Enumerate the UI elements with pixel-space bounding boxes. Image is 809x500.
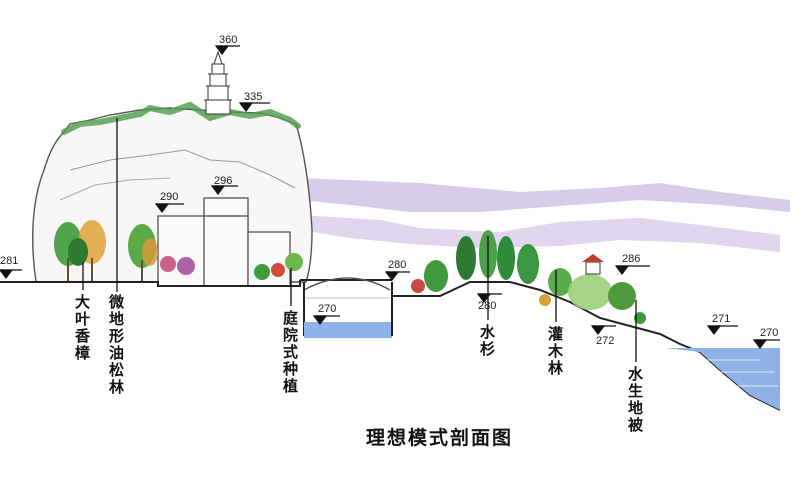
terrain-right (391, 281, 781, 411)
lake-waves (680, 359, 778, 387)
leader-lines (82, 118, 637, 362)
elev-summit: 286 (622, 253, 640, 265)
elev-pagoda-top: 360 (219, 34, 237, 46)
elev-slope-low: 280 (478, 300, 496, 312)
background-haze (300, 178, 790, 252)
trees-left (54, 220, 303, 282)
trees-right (411, 230, 646, 324)
ground-left (0, 280, 301, 287)
label-courtyard: 庭院式种植 (281, 310, 299, 395)
elevation-markers (0, 45, 780, 349)
label-metasequoia: 水杉 (478, 324, 496, 358)
lake (665, 348, 780, 410)
label-camphor: 大叶香樟 (73, 294, 91, 362)
elev-left-ground: 281 (0, 255, 18, 267)
pagoda (204, 50, 232, 115)
elev-building-low: 290 (160, 191, 178, 203)
elev-hill-top: 335 (244, 91, 262, 103)
label-aquatic: 水生地被 (626, 366, 644, 434)
elev-right-bank: 280 (388, 259, 406, 271)
label-pine: 微地形油松林 (107, 294, 125, 396)
buildings (157, 197, 291, 287)
elev-terrace: 272 (596, 335, 614, 347)
elev-building-high: 296 (214, 175, 232, 187)
diagram-title: 理想模式剖面图 (366, 427, 514, 449)
elev-shore: 271 (712, 313, 730, 325)
river (304, 322, 392, 338)
label-shrub: 灌木林 (546, 326, 564, 377)
elev-river-level: 270 (318, 303, 336, 315)
elev-lake-level: 270 (760, 327, 778, 339)
